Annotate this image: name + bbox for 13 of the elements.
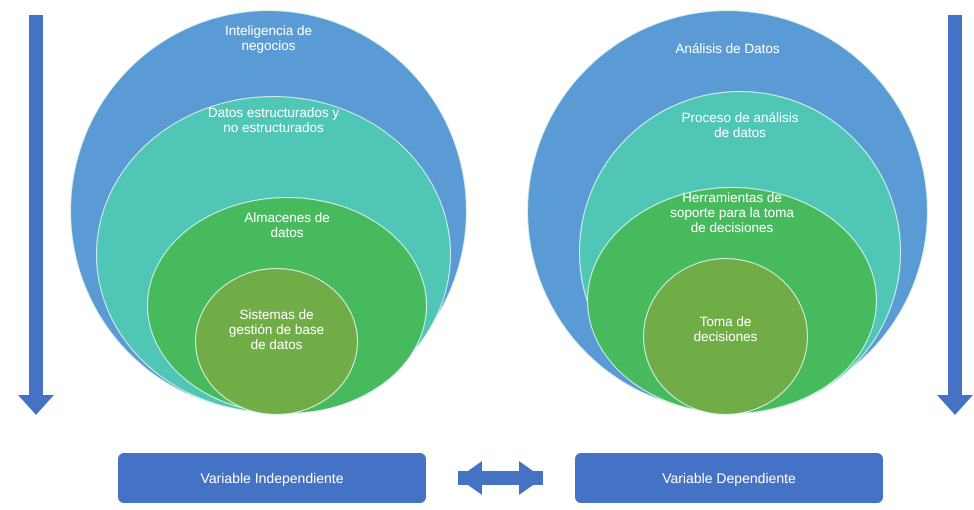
circle-label: Datos estructurados y no estructurados	[206, 105, 340, 135]
variable-box	[575, 453, 883, 503]
double-arrow	[458, 461, 543, 495]
circle-label: Proceso de análisis de datos	[680, 110, 800, 140]
circle-label: Toma de decisiones	[692, 314, 758, 344]
variable-box	[118, 453, 426, 503]
circle-label: Herramientas de soporte para la toma de decisiones	[669, 190, 795, 235]
circle-label: Análisis de Datos	[674, 41, 781, 56]
circle-label: Almacenes de datos	[243, 210, 331, 240]
box-label: Variable Dependiente	[662, 470, 796, 486]
circle-label: Sistemas de gestión de base de datos	[228, 307, 326, 352]
box-label: Variable Independiente	[200, 470, 344, 486]
circle-label: Inteligencia de negocios	[224, 23, 314, 53]
